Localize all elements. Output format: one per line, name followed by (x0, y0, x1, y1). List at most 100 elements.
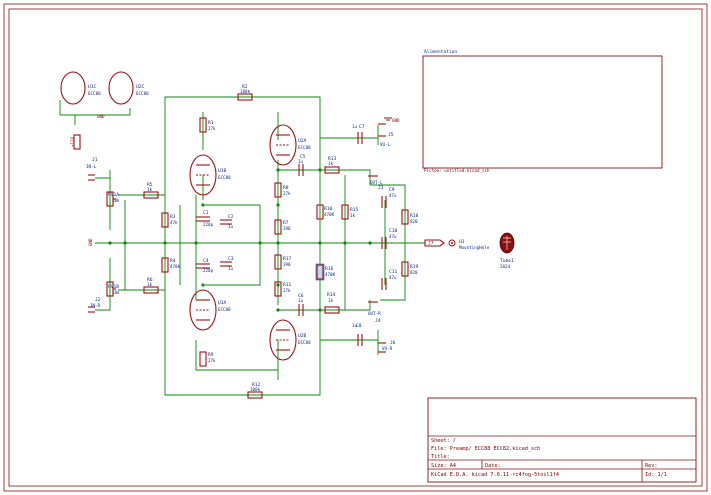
capacitor-c11-ref: C11 (389, 269, 398, 275)
capacitor-c4: C4 220p (196, 258, 214, 273)
resistor-r6-ref: R6 (147, 277, 153, 283)
resistor-r7-val: 390 (283, 226, 291, 231)
resistor-r6-val: 1k (147, 282, 153, 287)
pot-rv1b-ref: RV1B (108, 284, 119, 290)
resistor-r3-ref: R3 (170, 214, 176, 220)
title-block-size: Size: A4 (431, 463, 456, 469)
resistor-r2-val: 100k (240, 89, 251, 94)
resistor-r13: R13 1k (324, 156, 340, 174)
capacitor-c8-val: 1u (352, 323, 358, 328)
title-block-date: Date: (485, 463, 501, 469)
resistor-r10-ref: R10 (324, 206, 333, 212)
tube-u2a: U2A ECC88 (269, 124, 311, 166)
resistor-r1-val: 27k (208, 126, 216, 131)
resistor-r14-val: 1k (328, 298, 334, 303)
connector-j3: J3 OUT-L (368, 175, 384, 191)
tube-u2c-ref: U2C (136, 84, 145, 90)
logo-val: 2024 (500, 264, 511, 269)
resistor-r14: R14 1k (324, 292, 340, 314)
resistor-r7-ref: R7 (283, 220, 289, 226)
pot-rv1a-val: 10k (112, 198, 120, 203)
resistor-r5-val: 1k (147, 187, 153, 192)
resistor-r12-ref: R12 (252, 382, 261, 388)
capacitor-c2: C2 1u (220, 214, 234, 229)
pot-rv1b-val: 10k (112, 290, 120, 295)
capacitor-c10-ref: C10 (389, 228, 398, 234)
resistor-r12-val: 100k (250, 387, 261, 392)
resistor-r17: R17 390 (274, 254, 292, 270)
capacitor-c1-val: 220p (203, 222, 214, 227)
capacitor-c7: C7 1u (352, 124, 365, 144)
connector-j5-ref: J5 (388, 132, 394, 138)
resistor-r18-ref: R18 (410, 213, 419, 219)
connector-j7: J7 (424, 239, 445, 247)
tube-u1c-ref: U1C (88, 84, 97, 90)
resistor-r17-val: 390 (283, 262, 291, 267)
resistor-r13-val: 1k (328, 161, 334, 166)
capacitor-c9-val: 47u (389, 193, 397, 198)
resistor-r5-ref: R5 (147, 182, 153, 188)
tube-u2a-ref: U2A (298, 138, 307, 144)
title-block-sheet: Sheet: / (431, 438, 456, 444)
resistor-r14-ref: R14 (327, 292, 336, 298)
connector-j2-val: IN-R (90, 303, 101, 308)
resistor-r12: R12 100k (247, 382, 263, 399)
connector-j7-ref: J7 (428, 241, 434, 247)
capacitor-c11: C11 47u (381, 269, 398, 290)
capacitor-c9-ref: C9 (389, 187, 395, 193)
resistor-r18: R18 820 (401, 209, 419, 225)
title-block-rev: Rev: (645, 463, 658, 469)
pot-rv1a-ref: RV1A (108, 192, 119, 198)
capacitor-c8: C8 1u (352, 323, 363, 346)
resistor-r16-ref: R16 (325, 266, 334, 272)
tube-u1b: U1B ECC88 (189, 154, 231, 196)
connector-j3-ref: J3 (378, 185, 384, 191)
capacitor-c4-ref: C4 (203, 258, 209, 264)
tube-u2b: U2B ECC88 (269, 319, 311, 361)
capacitor-c1: C1 220p (196, 210, 214, 227)
resistor-r3: R3 47k (161, 212, 178, 228)
title-block-tool: KiCad E.D.A. kicad 7.0.11-rc4fog-5toil1f… (431, 472, 559, 478)
capacitor-c2-ref: C2 (228, 214, 234, 220)
resistor-r11-ref: R11 (283, 282, 292, 288)
capacitor-c9: C9 47u (381, 187, 397, 208)
resistor-r16: R16 470K (315, 263, 336, 281)
title-block-id: Id: 1/1 (645, 472, 667, 478)
junctions (108, 168, 372, 312)
capacitor-c3: C3 1u (220, 256, 234, 271)
capacitor-c3-ref: C3 (228, 256, 234, 262)
capacitor-c7-ref: C7 (359, 124, 365, 130)
resistor-r4: R4 470k (161, 257, 181, 273)
capacitor-c11-val: 47u (389, 275, 397, 280)
connector-j5-val: VU-L (380, 142, 391, 147)
gnd-label-heater: GND (97, 114, 105, 119)
resistor-r8-ref: R8 (283, 185, 289, 191)
capacitor-c6-val: 1u (298, 298, 304, 303)
resistor-r15: R15 1k (341, 204, 359, 220)
capacitor-c6: C6 1u (298, 293, 304, 316)
resistor-r10: R10 470K (316, 204, 335, 220)
tube-u2c: U2C ECC88 (108, 71, 149, 105)
mounting-hole: H1 MountingHole (448, 239, 490, 250)
connector-j4-val: OUT-R (368, 311, 381, 316)
gnd-label-vu-top: GND (392, 118, 400, 123)
tube-u1b-val: ECC88 (218, 175, 231, 180)
tube-u2a-val: ECC88 (298, 145, 311, 150)
heater-power: +12V (70, 134, 81, 150)
resistor-r16-val: 470K (325, 272, 336, 277)
resistor-r19: R19 820 (401, 261, 419, 277)
connector-j2-ref: J2 (95, 297, 101, 303)
connector-j6: J6 VU-R (378, 340, 396, 353)
capacitor-c8-ref: C8 (356, 323, 362, 329)
connector-j5: J5 VU-L (378, 123, 394, 147)
resistor-r1-ref: R1 (208, 120, 214, 126)
gnd-symbol-heater: GND (97, 114, 105, 119)
logo-symbol: Tube1 2024 (499, 232, 515, 269)
potentiometer-rv1b: RV1B 10k (106, 281, 120, 297)
capacitor-c4-val: 220p (203, 268, 214, 273)
resistor-r2: R2 100k (237, 84, 253, 101)
capacitor-c5-ref: C5 (300, 154, 306, 160)
resistor-r19-ref: R19 (410, 264, 419, 270)
connector-j2: J2 IN-R (88, 297, 101, 313)
capacitor-c5: C5 1u (298, 154, 306, 176)
